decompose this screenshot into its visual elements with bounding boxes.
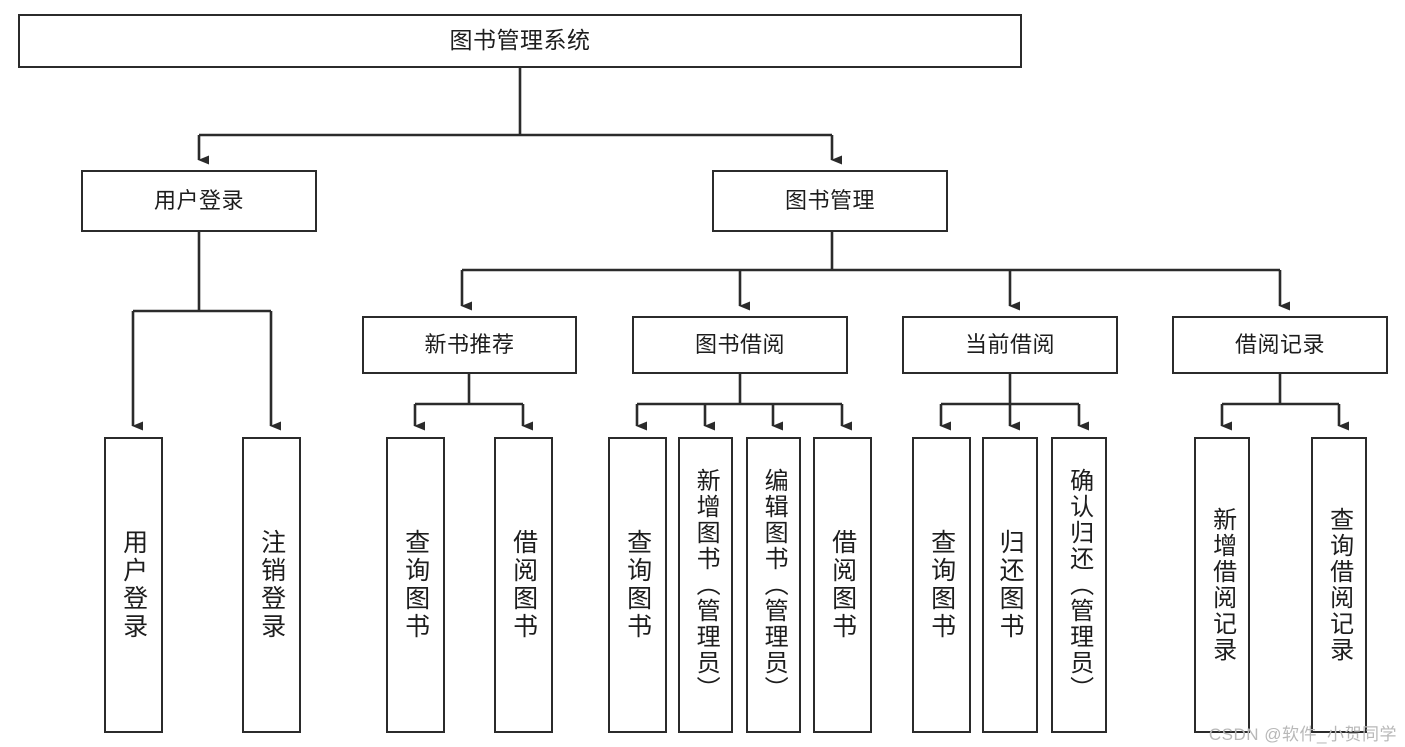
leaf-borrow-add-book[interactable]: 新增图书（管理员）	[678, 437, 733, 733]
node-label: 查询图书	[623, 529, 652, 641]
leaf-record-add-record[interactable]: 新增借阅记录	[1194, 437, 1250, 733]
node-label: 用户登录	[153, 188, 244, 214]
node-label: 查询借阅记录	[1325, 507, 1353, 663]
leaf-borrow-query-book[interactable]: 查询图书	[608, 437, 667, 733]
leaf-record-query-record[interactable]: 查询借阅记录	[1311, 437, 1367, 733]
node-root-system[interactable]: 图书管理系统	[18, 14, 1022, 68]
node-label: 用户登录	[119, 529, 148, 641]
node-label: 当前借阅	[964, 332, 1055, 358]
node-current-borrow[interactable]: 当前借阅	[902, 316, 1118, 374]
node-label: 图书借阅	[694, 332, 785, 358]
node-label: 借阅图书	[509, 529, 538, 641]
leaf-user-login-logout[interactable]: 注销登录	[242, 437, 301, 733]
node-label: 新增借阅记录	[1208, 507, 1236, 663]
node-new-book-recommend[interactable]: 新书推荐	[362, 316, 577, 374]
leaf-borrow-edit-book[interactable]: 编辑图书（管理员）	[746, 437, 801, 733]
node-label: 注销登录	[257, 529, 286, 641]
leaf-current-confirm-return[interactable]: 确认归还（管理员）	[1051, 437, 1107, 733]
leaf-user-login-login[interactable]: 用户登录	[104, 437, 163, 733]
node-label: 查询图书	[401, 529, 430, 641]
watermark-text: CSDN @软件_小贺同学	[1208, 725, 1397, 744]
node-borrow-record[interactable]: 借阅记录	[1172, 316, 1388, 374]
leaf-recommend-query-book[interactable]: 查询图书	[386, 437, 445, 733]
node-label: 归还图书	[996, 529, 1025, 641]
node-label: 图书管理系统	[449, 27, 591, 54]
node-label: 编辑图书（管理员）	[760, 468, 788, 702]
leaf-current-query-book[interactable]: 查询图书	[912, 437, 971, 733]
node-label: 新增图书（管理员）	[692, 468, 720, 702]
node-label: 查询图书	[927, 529, 956, 641]
node-label: 借阅记录	[1234, 332, 1325, 358]
node-label: 新书推荐	[424, 332, 515, 358]
node-user-login[interactable]: 用户登录	[81, 170, 317, 232]
node-label: 确认归还（管理员）	[1065, 468, 1093, 702]
leaf-current-return-book[interactable]: 归还图书	[982, 437, 1038, 733]
node-label: 图书管理	[784, 188, 875, 214]
node-book-borrow[interactable]: 图书借阅	[632, 316, 848, 374]
leaf-borrow-borrow-book[interactable]: 借阅图书	[813, 437, 872, 733]
node-label: 借阅图书	[828, 529, 857, 641]
node-book-management[interactable]: 图书管理	[712, 170, 948, 232]
leaf-recommend-borrow-book[interactable]: 借阅图书	[494, 437, 553, 733]
